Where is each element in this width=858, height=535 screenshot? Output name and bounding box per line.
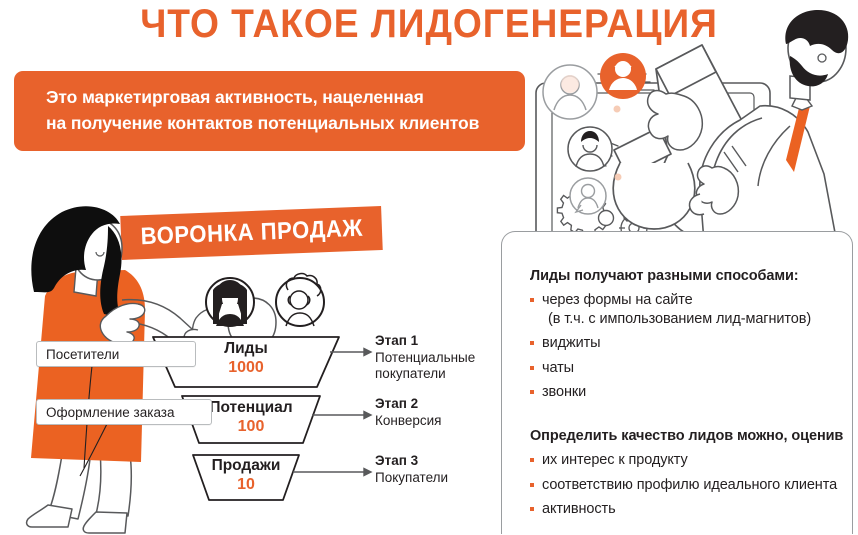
stage-note-2: Этап 2 Конверсия <box>375 396 495 429</box>
user-avatar-orange-icon <box>600 53 646 99</box>
stage-note-1-title: Этап 1 <box>375 333 419 348</box>
user-avatar-outline-icon <box>542 64 598 120</box>
bullet-icon <box>530 458 534 462</box>
bullet-icon <box>530 390 534 395</box>
list-item-text: через формы на сайте <box>542 292 693 308</box>
stage-note-3: Этап 3 Покупатели <box>375 453 495 486</box>
list-item-text: звонки <box>542 384 587 401</box>
funnel-stage-3-text: Продажи 10 <box>193 457 299 494</box>
avatar-dark-hair-icon <box>205 277 255 327</box>
info-block-lead-quality-heading: Определить качество лидов можно, оценив <box>530 428 844 444</box>
stage-note-1: Этап 1 Потенциальные покупатели <box>375 333 495 383</box>
funnel-banner: ВОРОНКА ПРОДАЖ <box>120 206 383 260</box>
funnel-stage-1-label: Лиды <box>224 340 268 357</box>
funnel-stage-2-text: Потенциал 100 <box>182 399 320 436</box>
info-block-lead-sources-list: через формы на сайте (в т.ч. с импользов… <box>530 291 811 402</box>
list-item: через формы на сайте (в т.ч. с импользов… <box>530 291 811 328</box>
chip-order-placement: Оформление заказа <box>36 399 212 425</box>
subtitle-line-1: Это маркетирговая активность, нацеленная <box>46 87 424 108</box>
chip-visitors-label: Посетители <box>46 346 120 362</box>
list-item: их интерес к продукту <box>530 451 843 470</box>
page-title: ЧТО ТАКОЕ ЛИДОГЕНЕРАЦИЯ <box>140 2 718 46</box>
bullet-icon <box>530 507 534 512</box>
funnel-stage-2-value: 100 <box>237 418 265 436</box>
info-block-lead-quality: Определить качество лидов можно, оценив … <box>530 428 843 525</box>
stage-note-1-desc-line-1: Потенциальные <box>375 349 476 365</box>
gear-large-icon <box>556 187 615 238</box>
funnel-stage-1-value: 1000 <box>228 359 264 377</box>
list-item: чаты <box>530 359 811 378</box>
user-avatar-dark-hair-icon <box>567 126 613 172</box>
subtitle-text: Это маркетирговая активность, нацеленная… <box>46 85 479 136</box>
bullet-icon <box>530 298 534 302</box>
list-item: соответствию профилю идеального клиента <box>530 476 843 495</box>
info-block-lead-sources: Лиды получают разными способами: через ф… <box>530 268 811 408</box>
list-item: звонки <box>530 383 811 402</box>
subtitle-line-2: на получение контактов потенциальных кли… <box>46 113 480 133</box>
stage-note-3-title: Этап 3 <box>375 453 419 468</box>
user-avatar-chat-icon <box>569 177 607 215</box>
funnel-stage-3-label: Продажи <box>211 457 281 474</box>
chip-visitors: Посетители <box>36 341 196 367</box>
info-block-lead-quality-list: их интерес к продукту соответствию профи… <box>530 451 843 519</box>
funnel-stage-2-label: Потенциал <box>209 399 293 416</box>
list-item-text: активность <box>542 501 616 518</box>
list-item: активность <box>530 500 843 519</box>
chip-order-placement-label: Оформление заказа <box>46 404 175 420</box>
info-panel: Лиды получают разными способами: через ф… <box>501 231 853 534</box>
bullet-icon <box>530 365 534 370</box>
info-block-lead-sources-heading: Лиды получают разными способами: <box>530 268 799 284</box>
funnel-stage-3-value: 10 <box>237 476 255 494</box>
stage-note-2-desc-line-1: Конверсия <box>375 412 442 428</box>
list-item: виджиты <box>530 334 811 353</box>
bullet-icon <box>530 341 534 346</box>
funnel-banner-label: ВОРОНКА ПРОДАЖ <box>139 214 364 251</box>
list-item-subtext: (в т.ч. с импользованием лид-магнитов) <box>548 310 812 327</box>
stage-note-2-title: Этап 2 <box>375 396 419 411</box>
stage-note-3-desc-line-1: Покупатели <box>375 469 449 485</box>
list-item-text: виджиты <box>542 335 601 352</box>
list-item-text: их интерес к продукту <box>542 452 688 468</box>
bullet-icon <box>530 482 534 487</box>
list-item-text: чаты <box>542 359 574 376</box>
subtitle-banner: Это маркетирговая активность, нацеленная… <box>14 71 525 151</box>
avatar-curly-hair-icon <box>275 272 325 327</box>
funnel-stage-1-text: Лиды 1000 <box>153 340 339 377</box>
stage-note-1-desc-line-2: покупатели <box>375 366 446 382</box>
list-item-text: соответствию профилю идеального клиента <box>542 476 838 493</box>
